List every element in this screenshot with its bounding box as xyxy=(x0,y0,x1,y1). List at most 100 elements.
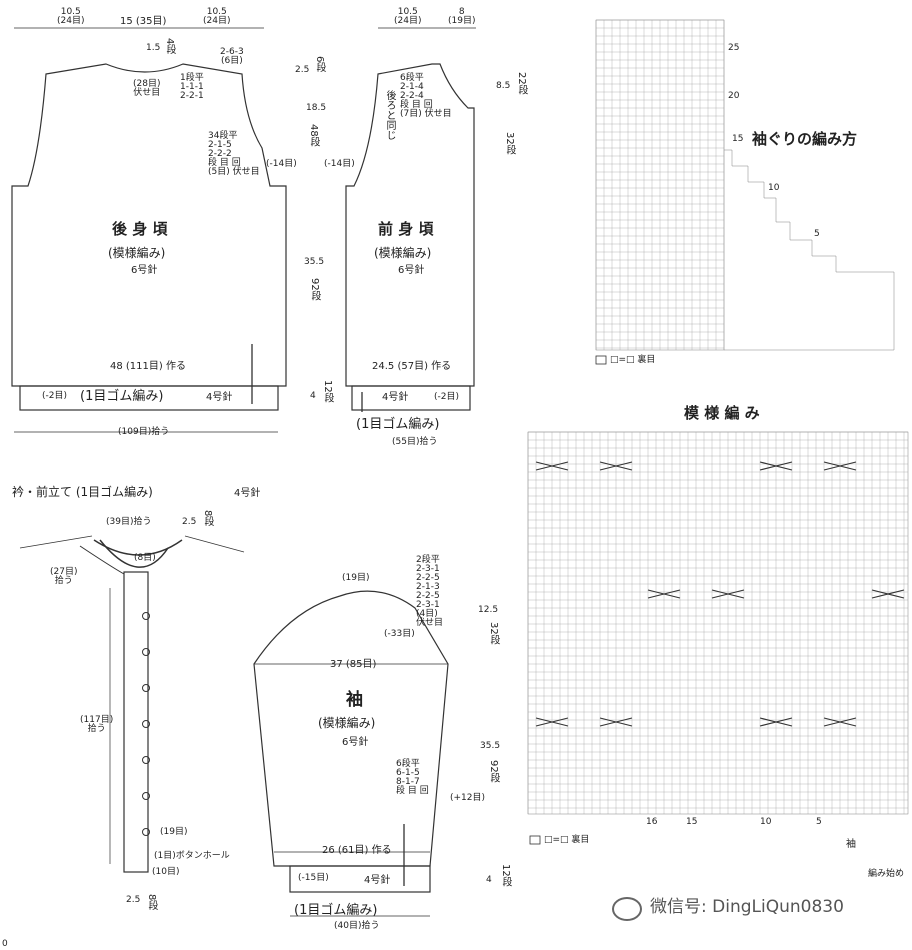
front-pickup: (55目)拾う xyxy=(392,437,438,447)
pattern-sleeve-label: 袖 xyxy=(846,839,856,850)
page-number: 0 xyxy=(2,939,8,949)
back-rib-label: (1目ゴム編み) xyxy=(80,389,164,404)
armhole-row-15: 15 xyxy=(732,134,744,144)
back-neck-rows: 4段 xyxy=(164,38,175,55)
front-side-mid-rows: 32段 xyxy=(504,132,515,155)
buttonhole-marker xyxy=(142,648,150,656)
front-same-as-back: 後ろと同じ xyxy=(384,90,395,140)
back-side-rib: 4 xyxy=(310,391,316,401)
pattern-legend: □=□ 裏目 xyxy=(544,835,590,845)
front-rib-label: (1目ゴム編み) xyxy=(356,417,440,432)
front-rib-outline xyxy=(351,385,471,411)
buttonhole-marker xyxy=(142,720,150,728)
back-side-rib-rows: 12段 xyxy=(322,380,333,403)
back-subtitle: (模様編み) xyxy=(108,246,166,260)
collar-heading: 衿・前立て (1目ゴム編み) xyxy=(12,485,153,499)
collar-neck-pickup: (27目) 拾う xyxy=(50,567,78,586)
back-neck-rules: 1段平 1-1-1 2-2-1 xyxy=(180,73,204,101)
back-side-neck: 2.5 xyxy=(295,65,310,75)
sleeve-side-body-rows: 92段 xyxy=(488,760,499,783)
back-rib-outline xyxy=(19,385,279,411)
sleeve-cap-top: (19目) xyxy=(342,573,370,583)
sleeve-pickup: (40目)拾う xyxy=(334,921,380,931)
buttonhole-marker xyxy=(142,684,150,692)
collar-buttonhole: (1目)ボタンホール xyxy=(154,851,230,861)
sleeve-needle: 6号針 xyxy=(342,737,369,748)
back-rib-needle: 4号針 xyxy=(206,392,233,403)
armhole-chart-grid xyxy=(595,19,895,351)
back-cast-on: 48 (111目) 作る xyxy=(110,361,186,372)
sleeve-side-cap-rows: 32段 xyxy=(488,622,499,645)
armhole-row-20: 20 xyxy=(728,91,740,101)
back-side-body-rows: 92段 xyxy=(309,278,320,301)
back-armhole-count: (-14目) xyxy=(266,159,297,169)
collar-bottom-width: 2.5 xyxy=(126,895,141,905)
front-rib-needle: 4号針 xyxy=(382,392,409,403)
pattern-start-label: 編み始め xyxy=(868,869,905,879)
sleeve-side-rib-rows: 12段 xyxy=(500,864,511,887)
sleeve-rib-outline xyxy=(289,865,431,893)
pattern-stitch-15: 15 xyxy=(686,817,698,827)
back-body-outline xyxy=(11,63,287,387)
sleeve-inc-count: (+12目) xyxy=(450,793,486,803)
collar-count-10: (10目) xyxy=(152,867,180,877)
sleeve-width: 37 (85目) xyxy=(330,659,377,670)
wechat-icon xyxy=(612,897,642,921)
front-top-right: 8 (19目) xyxy=(448,7,476,26)
sleeve-side-rib: 4 xyxy=(486,875,492,885)
back-title: 後 身 頃 xyxy=(112,220,168,238)
buttonhole-marker xyxy=(142,756,150,764)
back-rib-decrease: (-2目) xyxy=(42,391,67,401)
front-neck-rules: 6段平 2-1-4 2-2-4 段 目 回 (7目) 伏せ目 xyxy=(400,73,452,119)
pattern-stitch-5: 5 xyxy=(816,817,822,827)
back-armhole-rules: 34段平 2-1-5 2-2-2 段 目 回 (5目) 伏せ目 xyxy=(208,131,260,177)
back-neck-center: (28目) 伏せ目 xyxy=(133,79,161,98)
collar-needle: 4号針 xyxy=(234,488,261,499)
back-neck-decrease: 2-6-3 (6目) xyxy=(220,47,244,66)
back-pickup: (109目)拾う xyxy=(118,427,170,437)
sleeve-cap-rules: 2段平 2-3-1 2-2-5 2-1-3 2-2-5 2-3-1 (4目) 伏… xyxy=(416,555,444,628)
buttonhole-marker xyxy=(142,828,150,836)
front-rib-decrease: (-2目) xyxy=(434,392,459,402)
back-side-armhole-rows: 48段 xyxy=(308,124,319,147)
pattern-stitch-16: 16 xyxy=(646,817,658,827)
front-title: 前 身 頃 xyxy=(378,220,434,238)
sleeve-title: 袖 xyxy=(346,690,363,710)
front-cast-on: 24.5 (57目) 作る xyxy=(372,361,452,372)
sleeve-cast-on: 26 (61目) 作る xyxy=(322,845,392,856)
collar-count-8: (8目) xyxy=(134,553,156,563)
sleeve-rib-label: (1目ゴム編み) xyxy=(294,903,378,918)
back-side-neck-rows: 6段 xyxy=(314,56,325,73)
front-needle: 6号針 xyxy=(398,265,425,276)
front-top-left: 10.5 (24目) xyxy=(394,7,422,26)
front-armhole-count: (-14目) xyxy=(324,159,355,169)
watermark: 微信号: DingLiQun0830 xyxy=(650,897,844,917)
sleeve-rib-needle: 4号針 xyxy=(364,875,391,886)
collar-front-pickup: (117目) 拾う xyxy=(80,715,114,734)
buttonhole-marker xyxy=(142,612,150,620)
back-neck-depth: 1.5 xyxy=(146,43,161,53)
sleeve-inc-rules: 6段平 6-1-5 8-1-7 段 目 回 xyxy=(396,759,429,796)
collar-width-rows: 8段 xyxy=(202,510,213,527)
back-needle: 6号針 xyxy=(131,265,158,276)
back-side-armhole: 18.5 xyxy=(306,103,327,113)
sleeve-side-cap: 12.5 xyxy=(478,605,499,615)
pattern-chart-title: 模 様 編 み xyxy=(684,404,760,422)
pattern-stitch-10: 10 xyxy=(760,817,772,827)
pattern-chart-grid xyxy=(527,431,909,815)
sleeve-side-body: 35.5 xyxy=(480,741,501,751)
armhole-row-25: 25 xyxy=(728,43,740,53)
sleeve-subtitle: (模様編み) xyxy=(318,716,376,730)
buttonhole-marker xyxy=(142,792,150,800)
sleeve-outline xyxy=(253,590,449,867)
front-side-neck-rows: 22段 xyxy=(516,72,527,95)
front-subtitle: (模様編み) xyxy=(374,246,432,260)
front-body-outline xyxy=(345,63,475,387)
back-top-right: 10.5 (24目) xyxy=(203,7,231,26)
back-side-body: 35.5 xyxy=(304,257,325,267)
armhole-legend: □=□ 裏目 xyxy=(610,355,656,365)
sleeve-rib-decrease: (-15目) xyxy=(298,873,329,883)
back-top-left: 10.5 (24目) xyxy=(57,7,85,26)
collar-bottom-rows: 8段 xyxy=(146,894,157,911)
